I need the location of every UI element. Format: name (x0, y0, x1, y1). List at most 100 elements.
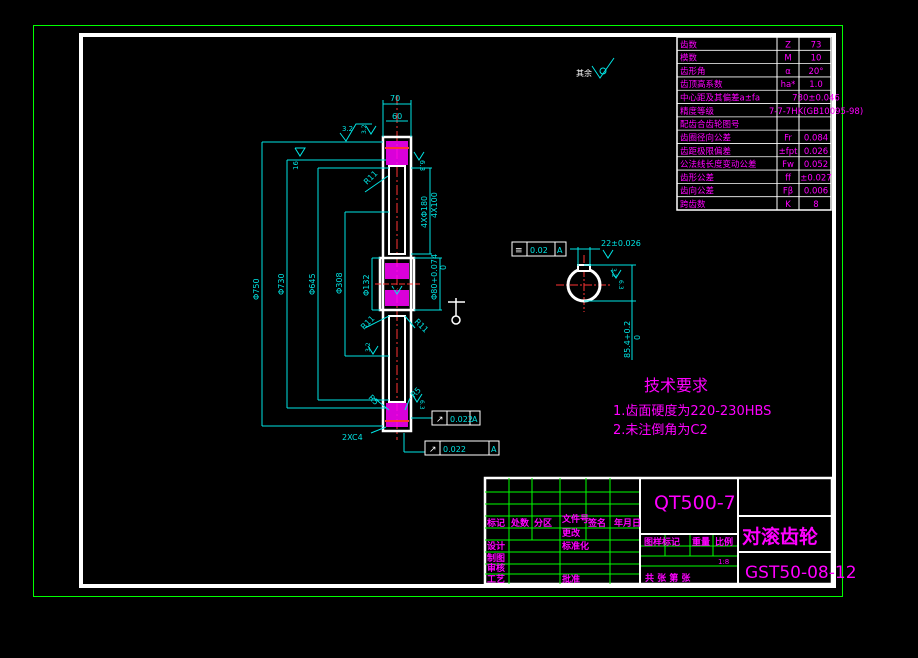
tol2-ref: A (491, 445, 497, 454)
param-name: 齿数 (680, 39, 698, 50)
outer-border (33, 25, 843, 597)
dim-70: 70 (390, 94, 400, 103)
rough-32-b: 3.2 (365, 342, 372, 352)
svg-text:≡: ≡ (515, 246, 523, 256)
dim-r11-right: R11 (413, 317, 431, 335)
roughness-others: 其余 (576, 57, 615, 79)
param-symbol: ha* (781, 80, 796, 90)
param-name: 精度等级 (680, 106, 715, 117)
param-name: 配齿合齿轮图号 (680, 119, 740, 130)
param-value: 1.0 (809, 80, 823, 90)
tb-approve: 批准 (562, 573, 580, 585)
dim-phi750: Φ750 (252, 278, 261, 300)
tb-proc: 工艺 (487, 573, 505, 585)
param-symbol: ff (785, 173, 792, 183)
dim-key-depth: 85.4+0.2 (623, 321, 632, 358)
tech-heading: 技术要求 (644, 376, 708, 395)
param-value: 10 (811, 54, 822, 64)
tb-sign: 签名 (587, 517, 606, 529)
tb-change: 更改 (562, 527, 581, 539)
tb-drawing-number: GST50-08-12 (745, 563, 857, 583)
param-value: 8 (813, 200, 818, 210)
param-symbol: M (784, 54, 791, 64)
param-value: 0.084 (804, 133, 828, 143)
tb-ratio: 比例 (715, 536, 733, 548)
tb-weight: 重量 (692, 536, 710, 548)
dim-r11-left: R11 (359, 314, 377, 332)
title-block: 标记 处数 分区 文件号 更改 签名 年月日 设计 标准化 制图 审核 工艺 批… (483, 476, 857, 586)
param-name: 齿圈径向公差 (680, 132, 731, 143)
param-value: 0.026 (804, 147, 828, 157)
tb-design: 设计 (487, 540, 505, 552)
dim-key-width: 22±0.026 (601, 239, 641, 248)
param-value: 20° (808, 67, 823, 77)
param-name: 公法线长度变动公差 (680, 159, 757, 170)
dim-4x100: 4X100 (430, 192, 439, 218)
rough-16-a: 16 (292, 161, 300, 170)
dim-phi730: Φ730 (277, 273, 286, 295)
param-value: ±0.027 (800, 173, 831, 183)
dim-phi80-lower: 0 (439, 265, 448, 270)
technical-requirements: 技术要求 1.齿面硬度为220-230HBS 2.未注倒角为C2 (613, 376, 771, 438)
dim-60: 60 (392, 112, 402, 121)
tb-material: QT500-7 (654, 492, 736, 514)
rough-63-b: 6.3 (418, 400, 425, 410)
tb-stage: 图样标记 (644, 536, 680, 548)
rough-63-a: 6.3 (418, 160, 426, 171)
param-symbol: Fw (782, 160, 794, 170)
tol1-ref: A (472, 415, 478, 424)
rough-16-b: 16 (392, 285, 400, 292)
drawing-sheet-border (79, 33, 836, 588)
param-name: 齿形公差 (680, 172, 714, 183)
tb-date: 年月日 (614, 517, 641, 529)
tolerance-frame-runout-1: ↗ 0.022 A (431, 410, 481, 426)
dim-phi132: Φ132 (362, 274, 371, 296)
gear-section-view: 70 60 Φ750 Φ730 Φ645 Φ308 Φ132 4XΦ180 4X… (252, 94, 500, 456)
dim-r5-left: R5 (367, 393, 381, 407)
param-name: 齿形角 (680, 66, 706, 77)
tech-line-1: 1.齿面硬度为220-230HBS (613, 403, 771, 419)
param-name: 齿距极限偏差 (680, 146, 731, 157)
tb-scale: 1:8 (718, 558, 729, 566)
param-value: 0.006 (804, 187, 828, 197)
param-symbol: Fβ (783, 187, 793, 197)
dim-chamfer: 2XC4 (342, 433, 363, 442)
tb-mark: 标记 (486, 517, 505, 529)
tb-count: 处数 (510, 517, 530, 529)
tb-sheets: 共 张 第 张 (645, 572, 691, 584)
tb-zone: 分区 (534, 517, 552, 529)
param-symbol: K (785, 200, 791, 210)
tol3-ref: A (557, 246, 563, 255)
tb-doc: 文件号 (561, 513, 589, 525)
param-name: 齿顶高系数 (680, 79, 723, 90)
param-symbol: Z (785, 40, 791, 50)
dim-key-depth-lower: 0 (633, 335, 642, 340)
rough-63-key: 6.3 (617, 280, 624, 290)
tolerance-frame-runout-2: ↗ 0.022 A (424, 440, 500, 456)
tb-check: 审核 (487, 562, 505, 574)
dim-4x180: 4XΦ180 (420, 196, 429, 228)
param-symbol: Fr (784, 133, 792, 143)
tb-drafter: 制图 (487, 552, 505, 564)
dim-phi645: Φ645 (308, 273, 317, 295)
param-symbol: ±fpt (779, 147, 799, 157)
param-value: 73 (811, 40, 822, 50)
svg-text:↗: ↗ (429, 445, 437, 455)
tol1-value: 0.022 (450, 415, 473, 424)
dim-phi80: Φ80+0.074 (430, 254, 439, 300)
param-name: 齿向公差 (680, 186, 714, 197)
tol2-value: 0.022 (443, 445, 466, 454)
rough-32-c: 3.2 (361, 124, 368, 134)
rough-others-label: 其余 (576, 68, 592, 78)
tolerance-frame-symmetry: ≡ 0.02 A (511, 241, 567, 257)
param-value: 0.052 (804, 160, 828, 170)
hub-keyway-view: ≡ 0.02 A 22±0.026 85.4+0.2 0 3.2 6.3 (511, 239, 642, 360)
tb-part-name: 对滚齿轮 (742, 525, 818, 548)
param-value: 730±0.046 (792, 94, 840, 104)
tol3-value: 0.02 (530, 246, 548, 255)
tb-std: 标准化 (561, 540, 589, 552)
tech-line-2: 2.未注倒角为C2 (613, 423, 708, 438)
svg-text:↗: ↗ (436, 415, 444, 425)
